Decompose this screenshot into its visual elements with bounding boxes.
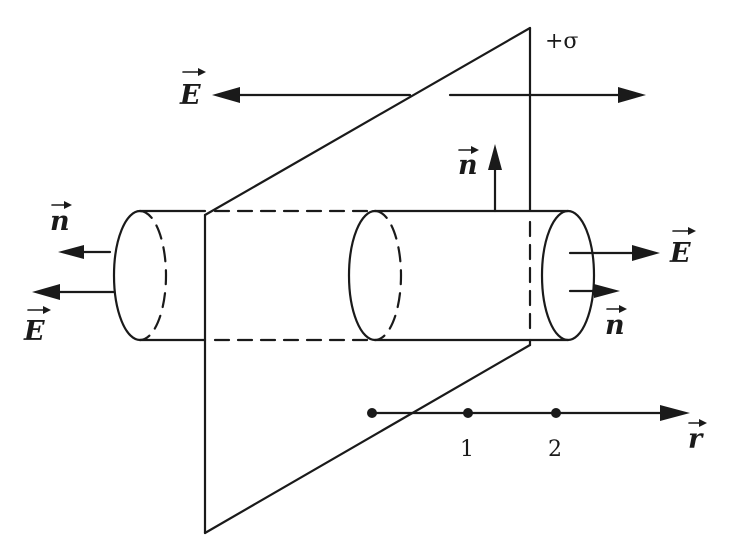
axis-label-r: r [688,424,704,455]
cylinder-cross-section [347,209,403,342]
vector-overbars [27,68,707,427]
surface-charge-label: +σ [545,29,578,54]
field-label-left: E [23,316,45,347]
field-arrow-left [32,284,116,300]
field-label-right: E [669,238,691,269]
normal-label-top: n [458,150,478,181]
cylinder-right-part [373,209,596,342]
r-axis [367,405,690,421]
point-label-2: 2 [548,437,562,462]
field-label-top: E [179,80,201,111]
normal-label-left: n [50,206,70,237]
charged-plane [203,26,532,535]
field-arrow-top [212,87,646,103]
point-label-1: 1 [460,437,474,462]
field-arrow-right [568,245,660,261]
cylinder-left-part [112,209,207,342]
normal-arrow-left [58,245,112,259]
normal-label-right: n [605,310,625,341]
cylinder-hidden-part [213,209,377,342]
normal-arrow-right [568,284,620,298]
normal-arrow-top [488,144,502,213]
